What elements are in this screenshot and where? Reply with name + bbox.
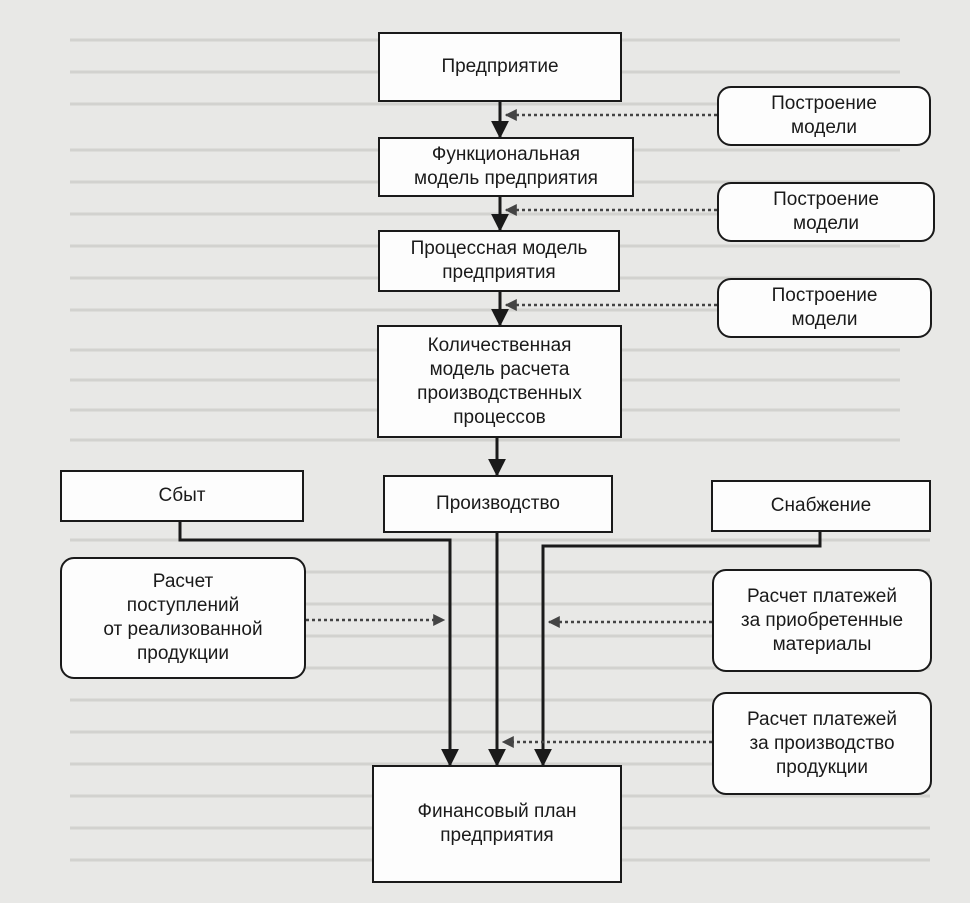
annotation-revenue-calc: Расчет поступлений от реализованной прод… (60, 557, 306, 679)
annotation-build-model-3: Построение модели (717, 278, 932, 338)
annotation-materials-payments: Расчет платежей за приобретенные материа… (712, 569, 932, 672)
annotation-build-model-2: Построение модели (717, 182, 935, 242)
annotation-production-payments: Расчет платежей за производство продукци… (712, 692, 932, 795)
annotation-build-model-1: Построение модели (717, 86, 931, 146)
node-production: Производство (383, 475, 613, 533)
arrow-supply-to-financial (534, 532, 822, 767)
node-enterprise: Предприятие (378, 32, 622, 102)
node-quantitative-model: Количественная модель расчета производст… (377, 325, 622, 438)
node-financial-plan: Финансовый план предприятия (372, 765, 622, 883)
node-process-model: Процессная модель предприятия (378, 230, 620, 292)
node-supply: Снабжение (711, 480, 931, 532)
node-sales: Сбыт (60, 470, 304, 522)
node-functional-model: Функциональная модель предприятия (378, 137, 634, 197)
arrow-sales-to-financial (178, 522, 459, 767)
